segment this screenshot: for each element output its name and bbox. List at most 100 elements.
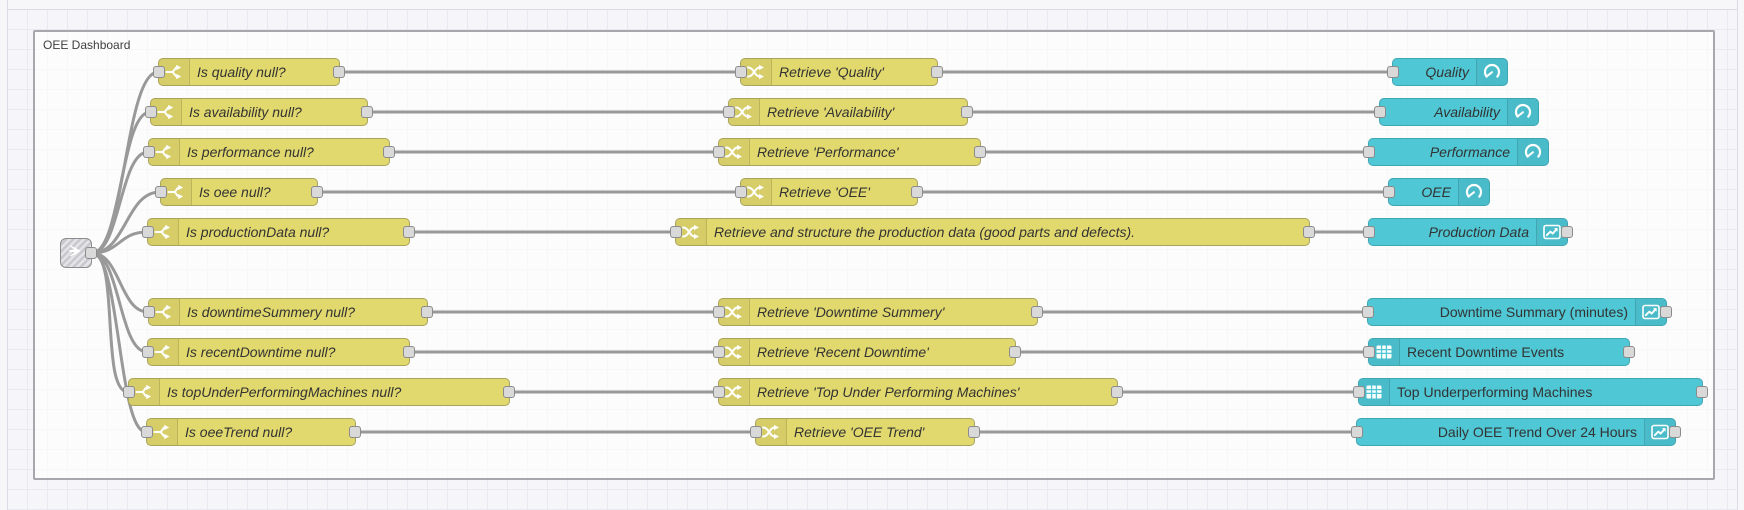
output-port[interactable] xyxy=(361,106,373,118)
input-port[interactable] xyxy=(713,146,725,158)
input-port[interactable] xyxy=(142,346,154,358)
ui-chart-node-row5[interactable]: Production Data xyxy=(1363,218,1573,246)
output-port[interactable] xyxy=(1561,226,1573,238)
input-port[interactable] xyxy=(142,226,154,238)
input-port[interactable] xyxy=(153,66,165,78)
output-port[interactable] xyxy=(1623,346,1635,358)
link-in-icon xyxy=(67,242,85,265)
switch-node-row7[interactable]: Is recentDowntime null? xyxy=(142,338,415,366)
input-port[interactable] xyxy=(750,426,762,438)
input-port[interactable] xyxy=(1383,186,1395,198)
input-port[interactable] xyxy=(735,186,747,198)
input-port[interactable] xyxy=(1363,346,1375,358)
change-node-row6[interactable]: Retrieve 'Downtime Summery' xyxy=(713,298,1043,326)
ui-chart-node-row6-label: Downtime Summary (minutes) xyxy=(1439,304,1628,320)
input-port[interactable] xyxy=(713,346,725,358)
input-port[interactable] xyxy=(670,226,682,238)
change-node-row1[interactable]: Retrieve 'Quality' xyxy=(735,58,943,86)
output-port[interactable] xyxy=(503,386,515,398)
shuffle-icon xyxy=(756,419,787,445)
output-port[interactable] xyxy=(403,226,415,238)
change-node-row6-label: Retrieve 'Downtime Summery' xyxy=(757,304,945,320)
output-port[interactable] xyxy=(383,146,395,158)
switch-node-row9[interactable]: Is oeeTrend null? xyxy=(141,418,361,446)
input-port[interactable] xyxy=(1363,226,1375,238)
change-node-row9[interactable]: Retrieve 'OEE Trend' xyxy=(750,418,980,446)
ui-table-node-row7[interactable]: Recent Downtime Events xyxy=(1363,338,1635,366)
ui-gauge-node-row2[interactable]: Availability xyxy=(1374,98,1539,126)
output-port[interactable] xyxy=(421,306,433,318)
wire[interactable] xyxy=(90,251,148,434)
output-port[interactable] xyxy=(311,186,323,198)
change-node-row2[interactable]: Retrieve 'Availability' xyxy=(723,98,973,126)
output-port[interactable] xyxy=(1031,306,1043,318)
output-port[interactable] xyxy=(1696,386,1708,398)
switch-node-row8-label: Is topUnderPerformingMachines null? xyxy=(167,384,402,400)
output-port[interactable] xyxy=(931,66,943,78)
switch-node-row8[interactable]: Is topUnderPerformingMachines null? xyxy=(123,378,515,406)
switch-node-row4[interactable]: Is oee null? xyxy=(155,178,323,206)
output-port[interactable] xyxy=(85,247,97,259)
change-node-row7[interactable]: Retrieve 'Recent Downtime' xyxy=(713,338,1021,366)
ui-table-node-row7-label: Recent Downtime Events xyxy=(1407,344,1565,360)
ui-chart-node-row6[interactable]: Downtime Summary (minutes) xyxy=(1362,298,1672,326)
wire[interactable] xyxy=(90,150,150,255)
input-port[interactable] xyxy=(141,426,153,438)
ui-gauge-node-row3[interactable]: Performance xyxy=(1363,138,1549,166)
input-port[interactable] xyxy=(1363,146,1375,158)
output-port[interactable] xyxy=(1009,346,1021,358)
switch-node-row3[interactable]: Is performance null? xyxy=(143,138,395,166)
switch-node-row2[interactable]: Is availability null? xyxy=(145,98,373,126)
switch-node-row6-label: Is downtimeSummery null? xyxy=(187,304,356,320)
output-port[interactable] xyxy=(1303,226,1315,238)
output-port[interactable] xyxy=(974,146,986,158)
input-port[interactable] xyxy=(1387,66,1399,78)
switch-node-row6[interactable]: Is downtimeSummery null? xyxy=(143,298,433,326)
change-node-row8-label: Retrieve 'Top Under Performing Machines' xyxy=(757,384,1020,400)
input-port[interactable] xyxy=(723,106,735,118)
input-port[interactable] xyxy=(1353,386,1365,398)
switch-node-row3-label: Is performance null? xyxy=(187,144,314,160)
change-node-row7-label: Retrieve 'Recent Downtime' xyxy=(757,344,929,360)
output-port[interactable] xyxy=(349,426,361,438)
ui-chart-node-row9-label: Daily OEE Trend Over 24 Hours xyxy=(1437,424,1637,440)
input-port[interactable] xyxy=(143,146,155,158)
input-port[interactable] xyxy=(155,186,167,198)
output-port[interactable] xyxy=(1111,386,1123,398)
input-port[interactable] xyxy=(713,306,725,318)
input-port[interactable] xyxy=(1374,106,1386,118)
output-port[interactable] xyxy=(911,186,923,198)
input-port[interactable] xyxy=(735,66,747,78)
output-port[interactable] xyxy=(333,66,345,78)
canvas-edge-right xyxy=(1737,0,1744,510)
input-port[interactable] xyxy=(143,306,155,318)
output-port[interactable] xyxy=(1669,426,1681,438)
switch-node-row1[interactable]: Is quality null? xyxy=(153,58,345,86)
wire[interactable] xyxy=(90,230,149,255)
input-port[interactable] xyxy=(145,106,157,118)
ui-gauge-node-row1[interactable]: Quality xyxy=(1387,58,1508,86)
change-node-row8[interactable]: Retrieve 'Top Under Performing Machines' xyxy=(713,378,1123,406)
fork-icon xyxy=(147,419,178,445)
switch-node-row5[interactable]: Is productionData null? xyxy=(142,218,415,246)
input-port[interactable] xyxy=(713,386,725,398)
group-label: OEE Dashboard xyxy=(43,38,131,52)
input-port[interactable] xyxy=(123,386,135,398)
output-port[interactable] xyxy=(961,106,973,118)
change-node-row3[interactable]: Retrieve 'Performance' xyxy=(713,138,986,166)
ui-gauge-node-row4[interactable]: OEE xyxy=(1383,178,1490,206)
switch-node-row7-label: Is recentDowntime null? xyxy=(186,344,336,360)
output-port[interactable] xyxy=(1660,306,1672,318)
output-port[interactable] xyxy=(403,346,415,358)
output-port[interactable] xyxy=(968,426,980,438)
ui-chart-node-row9[interactable]: Daily OEE Trend Over 24 Hours xyxy=(1351,418,1681,446)
input-port[interactable] xyxy=(1351,426,1363,438)
link-in-node[interactable] xyxy=(60,238,97,268)
change-node-row4[interactable]: Retrieve 'OEE' xyxy=(735,178,923,206)
change-node-row5[interactable]: Retrieve and structure the production da… xyxy=(670,218,1315,246)
ui-table-node-row8[interactable]: Top Underperforming Machines xyxy=(1353,378,1708,406)
gauge-icon xyxy=(1507,99,1538,125)
input-port[interactable] xyxy=(1362,306,1374,318)
